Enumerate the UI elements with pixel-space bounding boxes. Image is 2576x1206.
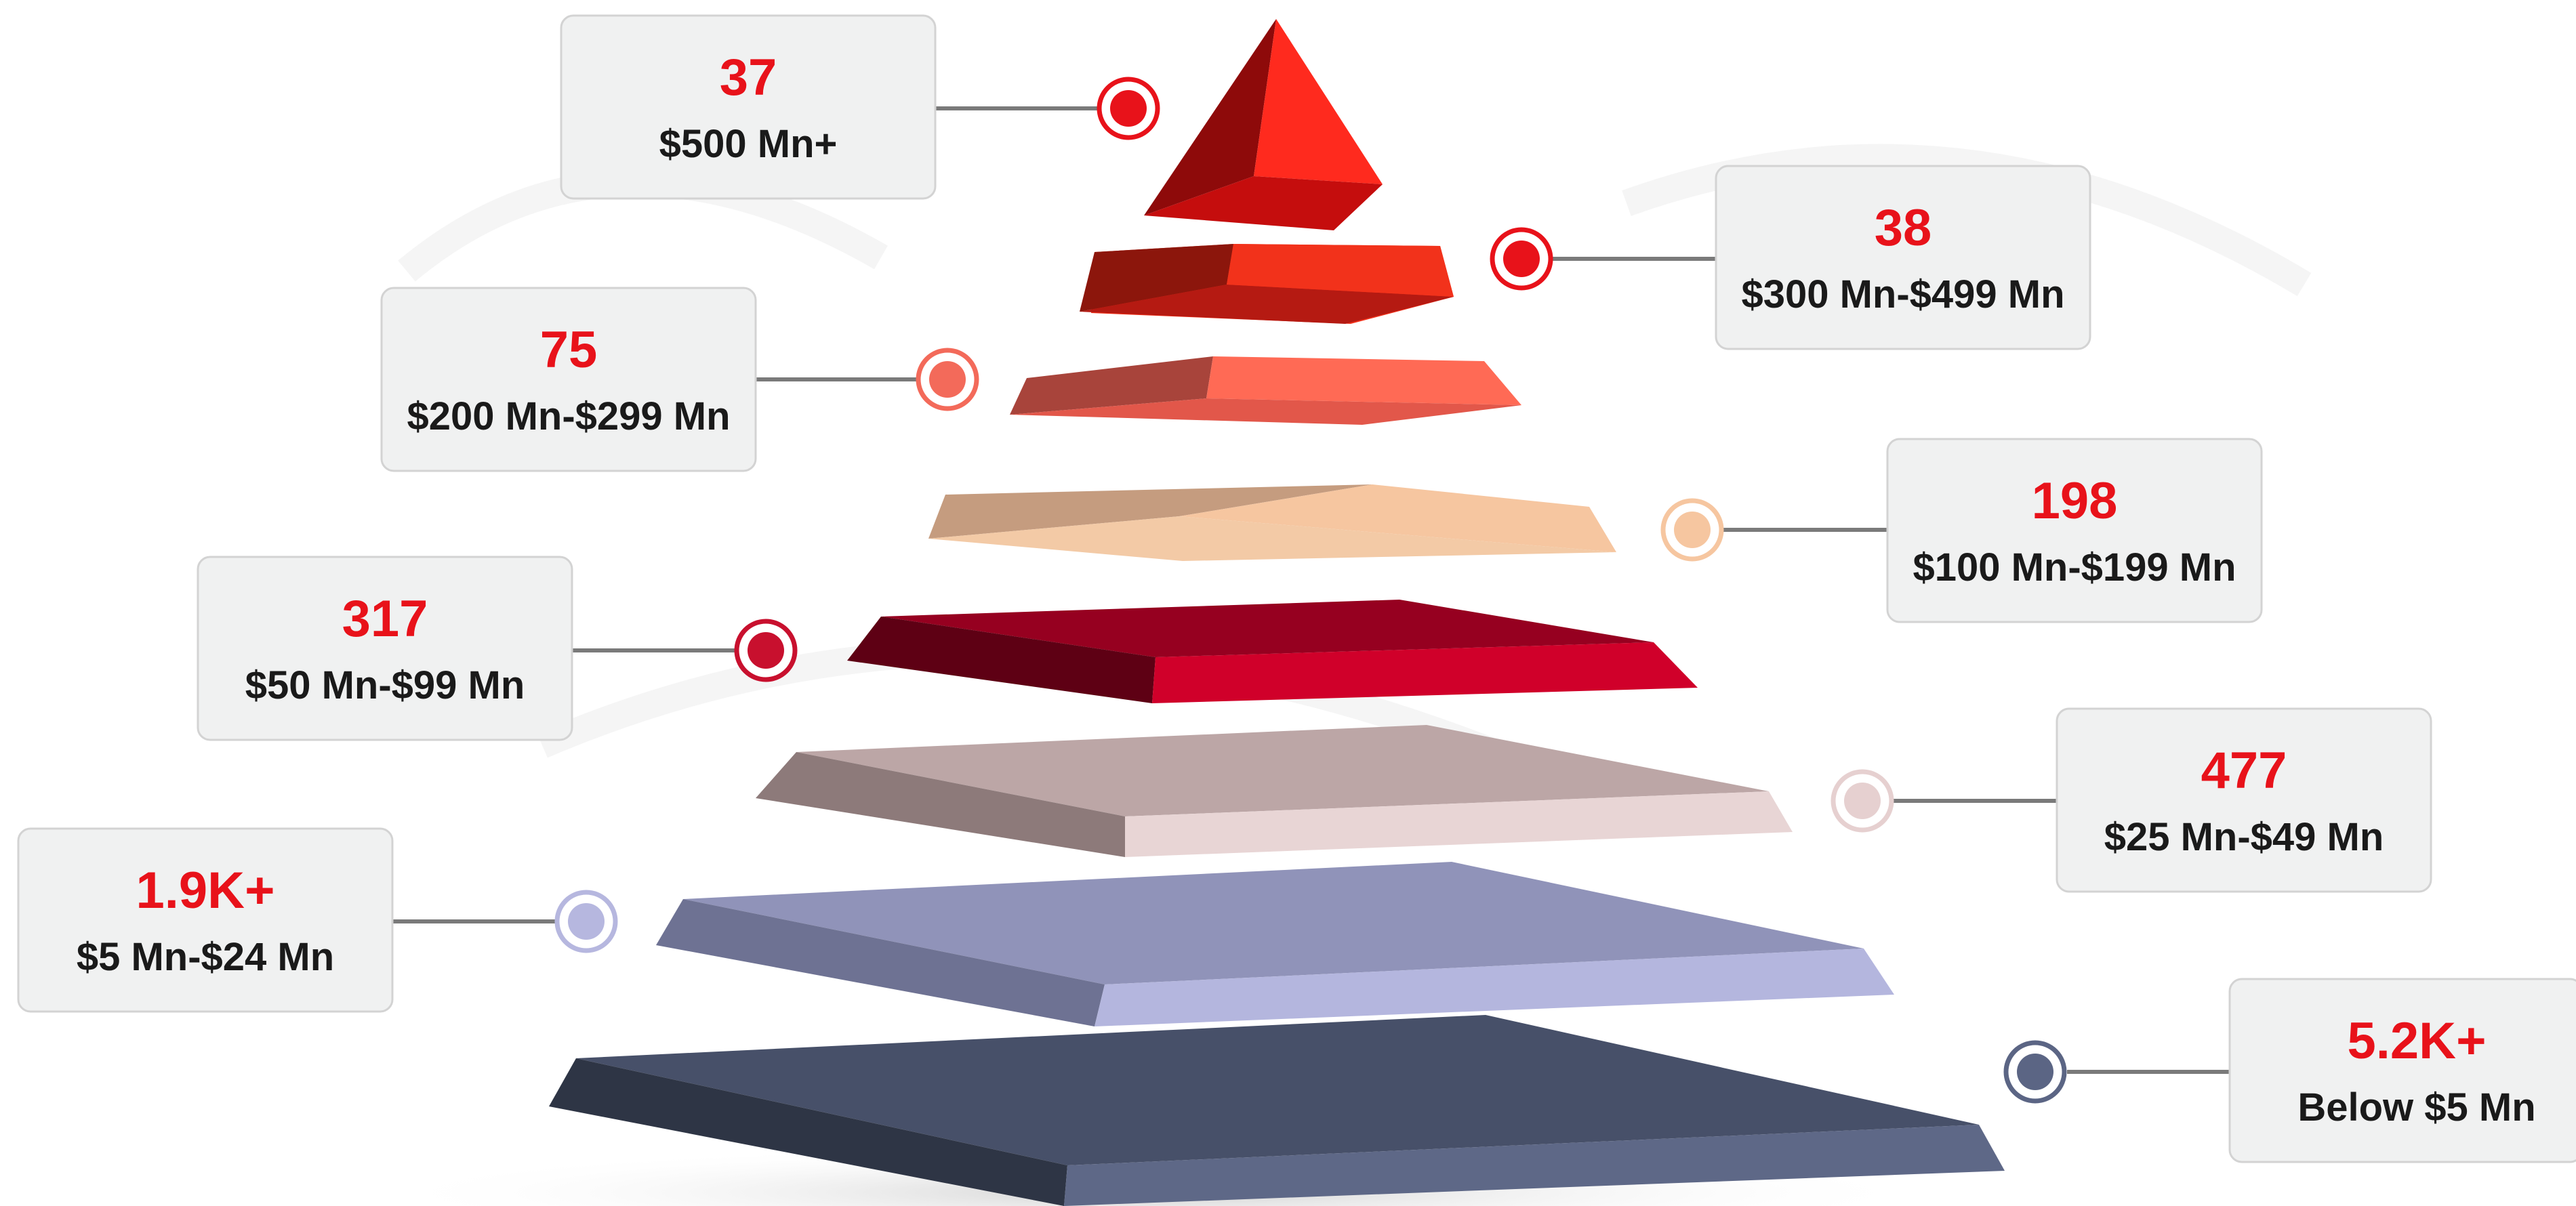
tier-8-top-face bbox=[576, 1015, 1979, 1165]
tier-1-left-face bbox=[1144, 19, 1276, 215]
connector-dot-7 bbox=[554, 890, 618, 953]
tier-4-range: $100 Mn-$199 Mn bbox=[1913, 545, 2236, 589]
tier-1-front-face bbox=[1144, 176, 1383, 230]
tier-2-right-face bbox=[1227, 244, 1454, 297]
connector-dot-2 bbox=[1490, 227, 1553, 291]
tier-5-count: 317 bbox=[342, 590, 428, 648]
tier-7-left-face bbox=[656, 899, 1105, 1026]
pyramid-tier-5 bbox=[847, 600, 1698, 703]
tier-4-top-face bbox=[1179, 484, 1616, 552]
tier-2-range: $300 Mn-$499 Mn bbox=[1741, 272, 2064, 316]
connector-dot-1 bbox=[1097, 77, 1160, 140]
pyramid-tier-8 bbox=[549, 1015, 2005, 1206]
tier-6-top-face bbox=[796, 725, 1769, 816]
pyramid-tier-3 bbox=[1010, 356, 1521, 425]
tier-5-top-face bbox=[881, 600, 1654, 657]
label-box-6: 477 $25 Mn-$49 Mn bbox=[2056, 707, 2432, 893]
tier-8-front-face bbox=[1064, 1125, 2005, 1206]
tier-6-left-face bbox=[756, 752, 1125, 857]
tier-5-front-face bbox=[1152, 642, 1698, 703]
tier-8-count: 5.2K+ bbox=[2348, 1012, 2487, 1070]
pyramid-tier-7 bbox=[656, 862, 1894, 1026]
label-box-8: 5.2K+ Below $5 Mn bbox=[2228, 978, 2576, 1163]
connector-dot-6 bbox=[1831, 769, 1894, 833]
tier-8-left-face bbox=[549, 1058, 1067, 1206]
tier-7-front-face bbox=[1095, 949, 1894, 1026]
label-box-4: 198 $100 Mn-$199 Mn bbox=[1886, 438, 2263, 623]
tier-3-front-face bbox=[1010, 398, 1521, 425]
tier-4-front-face bbox=[928, 516, 1616, 561]
pyramid-tier-2 bbox=[1080, 244, 1454, 324]
tier-4-count: 198 bbox=[2032, 472, 2118, 530]
connector-lines bbox=[393, 106, 2230, 1074]
tier-3-range: $200 Mn-$299 Mn bbox=[407, 394, 730, 438]
tier-4-left-face bbox=[928, 484, 1372, 539]
tier-2-count: 38 bbox=[1875, 199, 1932, 257]
label-box-5: 317 $50 Mn-$99 Mn bbox=[197, 556, 573, 741]
tier-8-range: Below $5 Mn bbox=[2297, 1085, 2535, 1129]
tier-2-front-face bbox=[1080, 285, 1454, 324]
pyramid-tier-6 bbox=[756, 725, 1793, 857]
connector-dot-8 bbox=[2003, 1040, 2067, 1104]
label-box-3: 75 $200 Mn-$299 Mn bbox=[380, 287, 757, 472]
connector-dot-5 bbox=[734, 619, 798, 682]
connector-dot-3 bbox=[916, 348, 979, 411]
tier-7-top-face bbox=[683, 862, 1864, 984]
tier-1-count: 37 bbox=[720, 49, 777, 106]
tier-6-count: 477 bbox=[2201, 742, 2287, 799]
pyramid-tier-1 bbox=[1144, 19, 1383, 230]
tier-7-count: 1.9K+ bbox=[136, 862, 275, 919]
tier-1-right-face bbox=[1254, 19, 1383, 184]
tier-5-left-face bbox=[847, 617, 1156, 703]
tier-3-top-face bbox=[1206, 356, 1521, 405]
tier-3-count: 75 bbox=[540, 321, 598, 379]
connector-dots bbox=[554, 77, 2067, 1104]
tier-7-range: $5 Mn-$24 Mn bbox=[77, 935, 334, 979]
label-box-2: 38 $300 Mn-$499 Mn bbox=[1715, 165, 2091, 350]
label-box-1: 37 $500 Mn+ bbox=[560, 14, 937, 200]
label-box-7: 1.9K+ $5 Mn-$24 Mn bbox=[17, 827, 394, 1013]
tier-6-range: $25 Mn-$49 Mn bbox=[2104, 815, 2384, 859]
tier-2-left-face bbox=[1080, 244, 1233, 312]
tier-3-left-face bbox=[1010, 356, 1213, 415]
pyramid-tier-4 bbox=[928, 484, 1616, 561]
tier-5-range: $50 Mn-$99 Mn bbox=[245, 663, 525, 707]
connector-dot-4 bbox=[1660, 498, 1724, 562]
tier-6-front-face bbox=[1125, 791, 1793, 857]
tier-1-range: $500 Mn+ bbox=[659, 122, 838, 166]
